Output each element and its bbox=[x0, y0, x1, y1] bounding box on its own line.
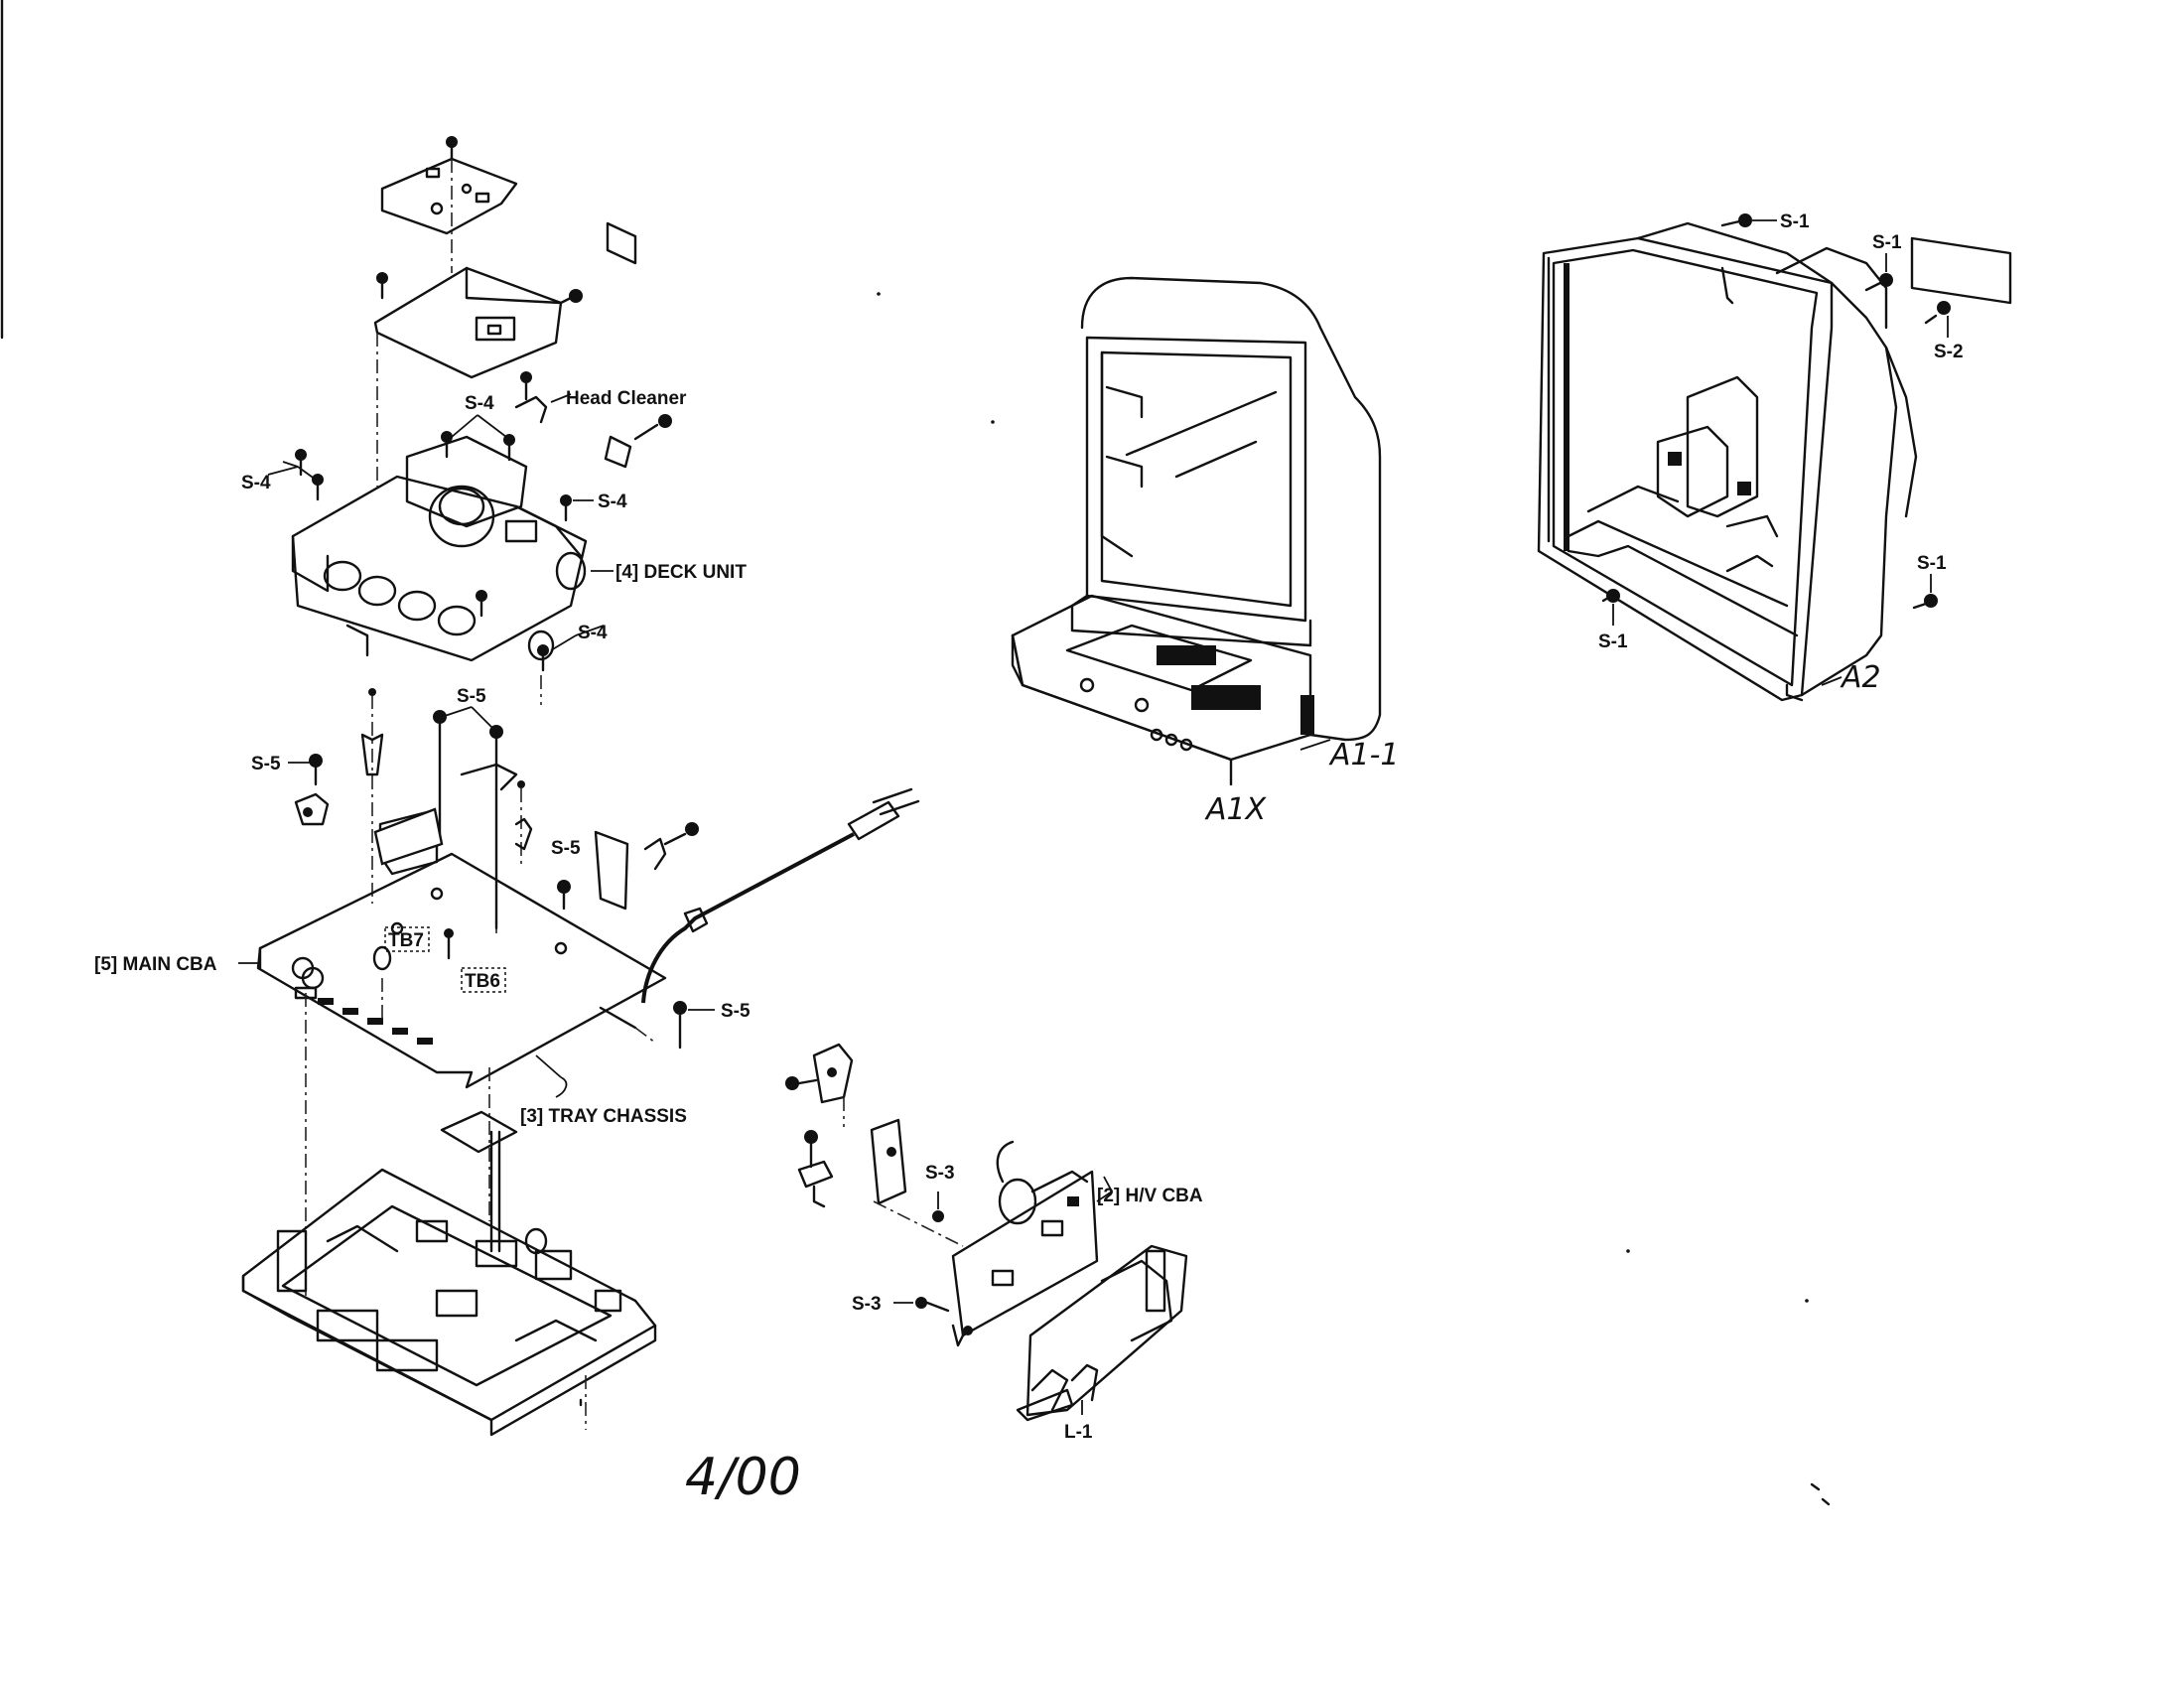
s5-screw-right bbox=[673, 1001, 687, 1050]
s1-label-4: S-1 bbox=[1917, 553, 1947, 574]
a2-label: A2 bbox=[1840, 660, 1881, 695]
rear-label-plate bbox=[1910, 236, 2012, 305]
tb6-box bbox=[461, 967, 506, 993]
stray-mark bbox=[1821, 1497, 1831, 1506]
screw-head-cleaner-side bbox=[633, 414, 672, 441]
hv-cba-label: [2] H/V CBA bbox=[1097, 1186, 1203, 1206]
hv-bracket bbox=[1016, 1244, 1188, 1422]
front-cabinet-a1 bbox=[1011, 276, 1382, 786]
date-code: 4/00 bbox=[685, 1448, 801, 1507]
deck-unit bbox=[291, 435, 632, 662]
s3-label-top: S-3 bbox=[925, 1163, 955, 1184]
cabinet-rim bbox=[1564, 263, 1570, 551]
s1-screws bbox=[1601, 213, 1938, 610]
a2-leader bbox=[1821, 676, 1843, 686]
screw-bracket-right bbox=[559, 289, 583, 305]
screw-top bbox=[446, 136, 458, 161]
s2-label: S-2 bbox=[1934, 342, 1964, 362]
head-cleaner-part bbox=[514, 371, 572, 424]
top-shield-plate bbox=[380, 157, 518, 235]
s5-label-right: S-5 bbox=[721, 1001, 751, 1022]
s1-label-3: S-1 bbox=[1598, 632, 1628, 652]
hv-cba-leader bbox=[1096, 1176, 1114, 1202]
s4-leader bbox=[451, 414, 507, 438]
shield-tab bbox=[606, 221, 637, 265]
a1-1-leader bbox=[1299, 739, 1331, 751]
s4-label-top: S-4 bbox=[465, 393, 494, 414]
s5-label-top: S-5 bbox=[457, 686, 486, 707]
deck-unit-label: [4] DECK UNIT bbox=[615, 562, 747, 583]
guide-line bbox=[873, 1200, 964, 1247]
stray-dot bbox=[991, 420, 995, 424]
tb6-label: TB6 bbox=[465, 971, 500, 992]
s3-label-bottom: S-3 bbox=[852, 1294, 882, 1315]
deck-bracket bbox=[373, 266, 563, 379]
s1-label-1: S-1 bbox=[1780, 211, 1810, 232]
hv-cba-small-parts bbox=[785, 1043, 907, 1208]
s5-leader bbox=[441, 706, 495, 731]
l1-label: L-1 bbox=[1064, 1422, 1093, 1443]
stray-dot bbox=[1805, 1299, 1809, 1303]
a1x-label: A1X bbox=[1204, 792, 1268, 827]
tb7-box bbox=[384, 926, 430, 952]
tray-chassis-label: [3] TRAY CHASSIS bbox=[520, 1106, 687, 1127]
tb7-label: TB7 bbox=[388, 930, 424, 951]
tb6-screw bbox=[444, 928, 454, 938]
s5-parts bbox=[294, 688, 699, 930]
stray-dot bbox=[877, 292, 881, 296]
s3-screws bbox=[915, 1192, 950, 1313]
s2-screw bbox=[1924, 301, 1951, 325]
s4-leader bbox=[550, 625, 605, 651]
guide-line bbox=[634, 1027, 656, 1044]
s4-label-right: S-4 bbox=[598, 491, 627, 512]
screw-bracket-left bbox=[376, 272, 388, 300]
stray-mark bbox=[1810, 1482, 1821, 1491]
tray-bracket bbox=[440, 1110, 518, 1253]
s5-label-left: S-5 bbox=[251, 754, 281, 774]
s4-screws bbox=[295, 431, 572, 672]
hv-cba-board bbox=[951, 1140, 1099, 1347]
tray-chassis bbox=[241, 1168, 657, 1437]
rear-cabinet-a2 bbox=[1537, 221, 1918, 702]
main-cba-label: [5] MAIN CBA bbox=[94, 954, 217, 975]
a1-1-label: A1-1 bbox=[1328, 738, 1400, 772]
head-cleaner-label: Head Cleaner bbox=[566, 388, 687, 409]
s1-label-2: S-1 bbox=[1872, 232, 1902, 253]
s4-leader bbox=[267, 461, 317, 481]
main-cba-board bbox=[256, 807, 667, 1089]
tray-chassis-leader bbox=[555, 1076, 568, 1098]
power-cord bbox=[641, 787, 920, 1004]
s5-label-mid: S-5 bbox=[551, 838, 581, 859]
stray-dot bbox=[1626, 1249, 1630, 1253]
s4-label-left: S-4 bbox=[241, 473, 271, 493]
s4-label-bottom: S-4 bbox=[578, 623, 608, 643]
tray-chassis-leader bbox=[535, 1054, 562, 1078]
